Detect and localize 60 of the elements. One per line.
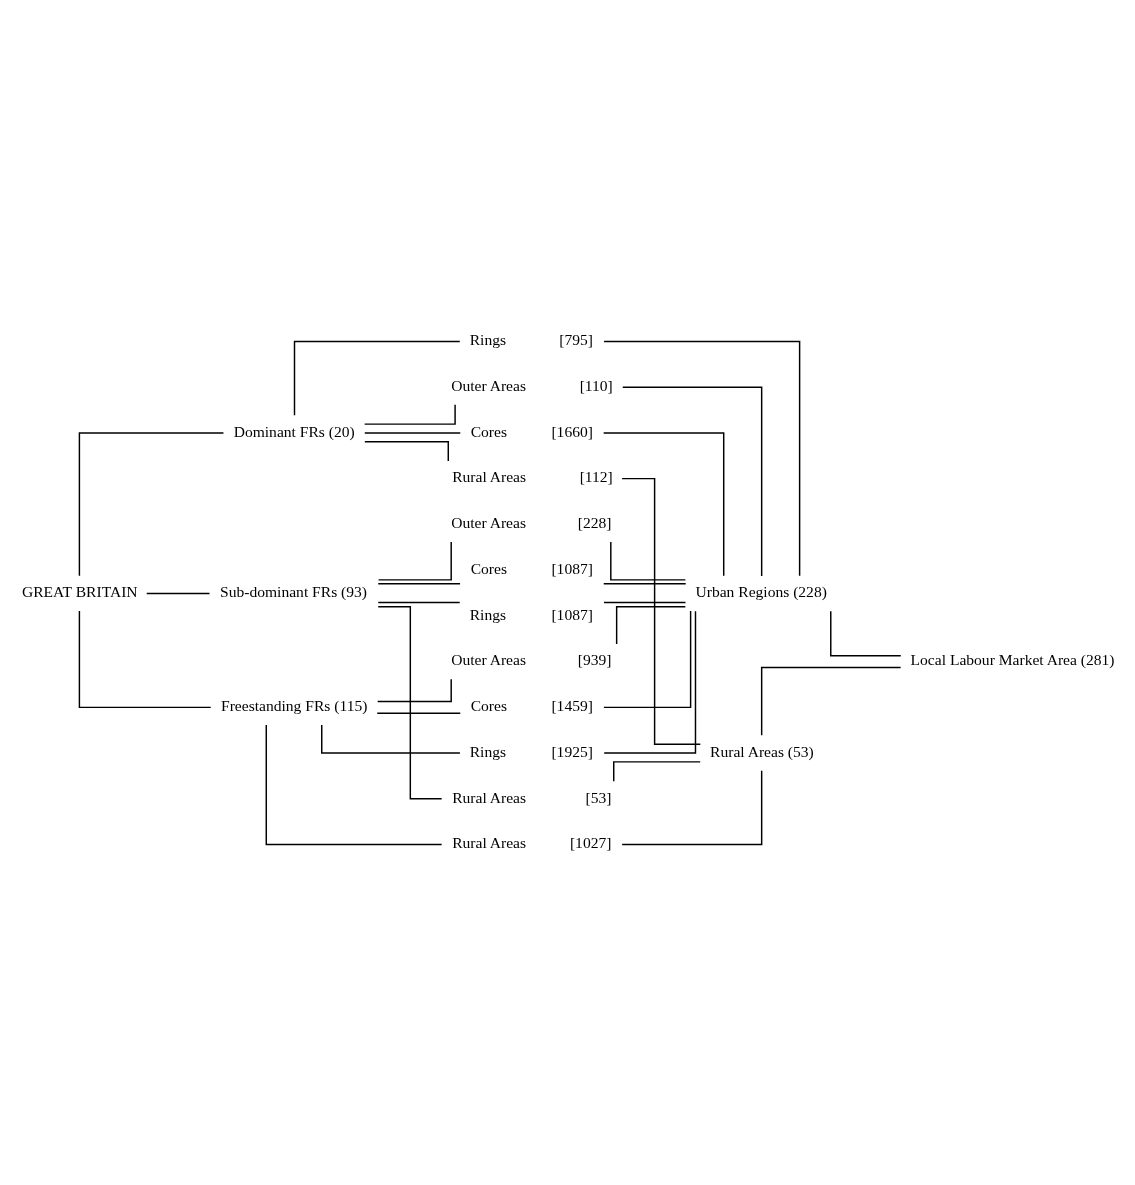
connector [377,540,452,581]
connector [603,609,697,754]
node-text: Rural Areas [452,467,527,485]
node-text: Urban Regions (228) [695,582,827,600]
connector [377,601,461,603]
connector [603,582,687,584]
node-text: Cores [470,696,507,714]
node-label: [112] [579,467,613,485]
node-text: Sub-dominant FRs (93) [220,582,368,600]
connector [621,477,702,745]
node-label: [1027] [569,833,612,851]
node-label: [939] [577,650,612,668]
connector [621,769,763,845]
connector [603,609,692,708]
connector [830,609,902,656]
node-text: Rings [469,330,507,348]
connector [610,540,687,581]
node-label: [1925] [551,742,593,760]
node-label: [110] [579,376,613,394]
node-text: Rural Areas [452,788,527,806]
node-label: [795] [559,330,593,348]
connector [603,601,687,603]
node-label: [1459] [551,696,593,714]
connector [293,340,461,416]
connector [615,605,687,645]
node-text: Outer Areas [451,650,526,668]
connector [146,592,211,594]
connector [321,723,461,754]
node-label: [53] [585,788,612,806]
node-text: GREAT BRITAIN [21,582,138,600]
connector [78,431,225,576]
node-label: [1660] [551,422,593,440]
node-text: Cores [470,422,507,440]
node-text: Cores [470,559,507,577]
connector [603,340,801,576]
node-label: [1087] [551,605,593,623]
node-text: Rural Areas (53) [710,742,814,760]
node-label: [228] [577,513,612,531]
connector [376,711,461,714]
node-label: [1087] [551,559,593,577]
node-text: Local Labour Market Area (281) [910,650,1115,668]
node-text: Outer Areas [451,513,526,531]
connector [363,403,456,425]
node-text: Freestanding FRs (115) [221,696,368,714]
connector [602,431,725,576]
node-text: Outer Areas [451,376,526,394]
connector [376,678,452,702]
connector [377,605,443,800]
connector [364,440,449,462]
node-text: Rings [469,605,507,623]
node-text: Dominant FRs (20) [233,422,355,440]
connector [760,666,902,736]
connector [613,760,701,782]
node-text: Rural Areas [452,833,527,851]
node-text: Rings [469,742,507,760]
connector [364,431,461,434]
connector [78,609,212,708]
connector [622,385,763,577]
connector [377,582,461,584]
connector [265,723,443,845]
